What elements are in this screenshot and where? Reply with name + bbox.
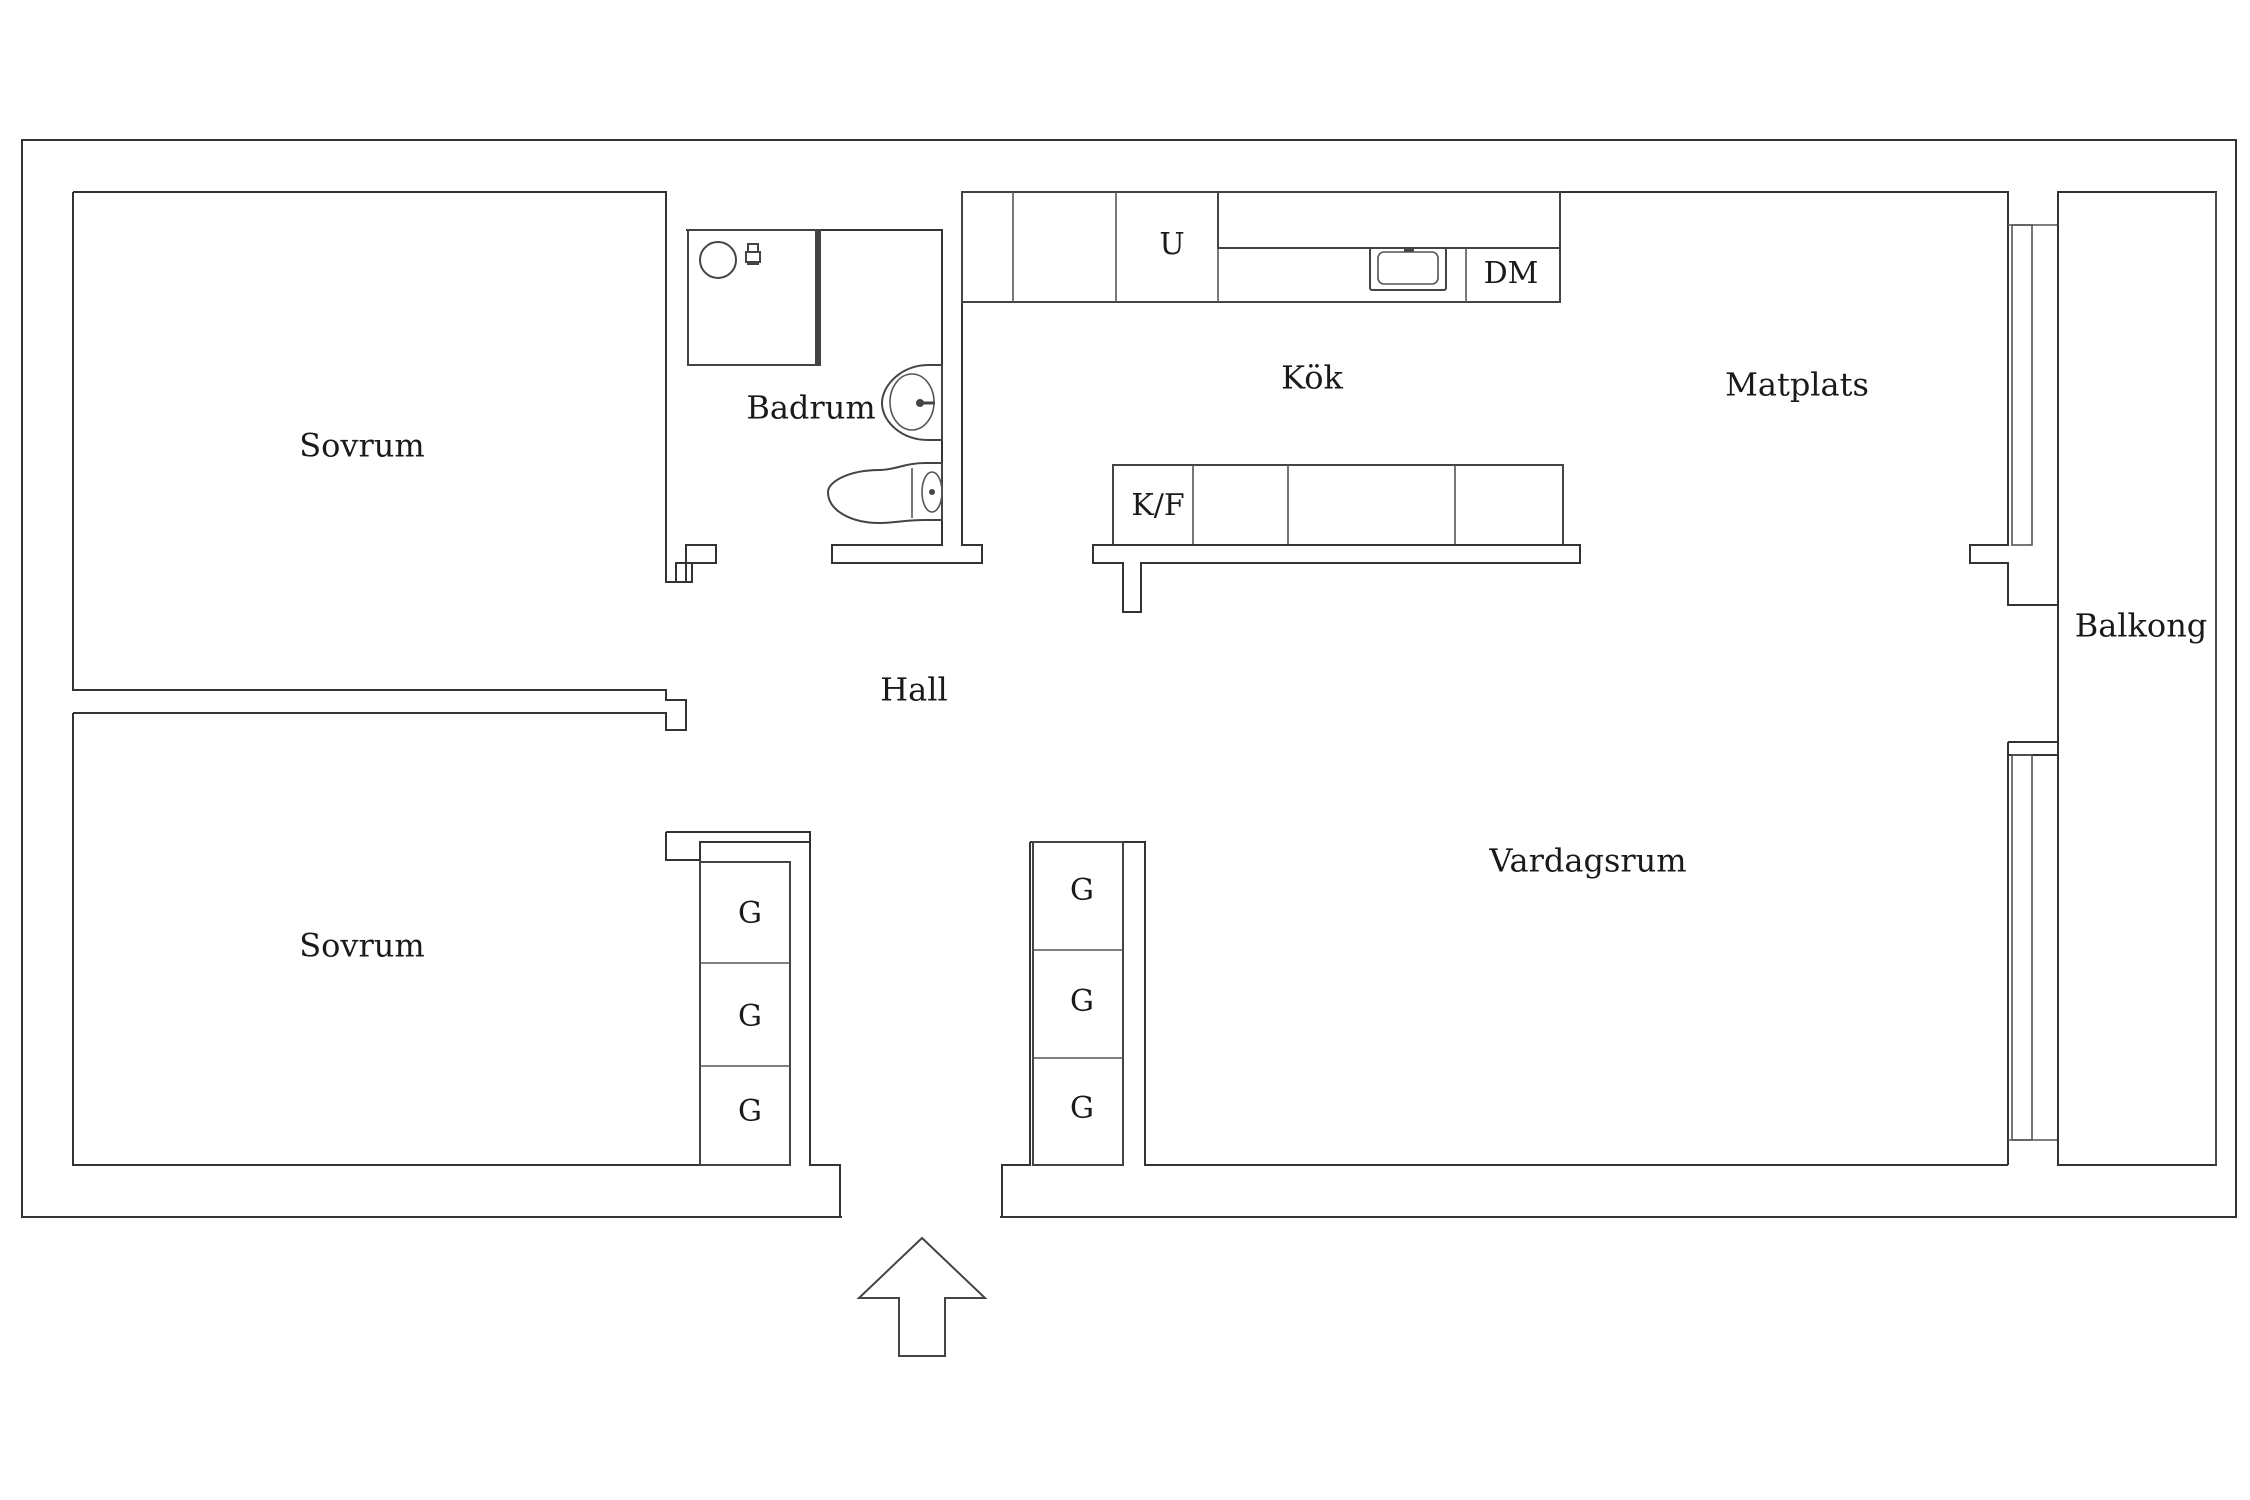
wall-sovrum-bottom [72,713,841,1217]
shower-knob [745,251,761,263]
label-wardrobe-r1: G [1070,873,1094,908]
label-badrum: Badrum [746,389,875,427]
kitchen-island [1112,464,1564,546]
label-sovrum-top: Sovrum [299,427,425,465]
label-vardagsrum: Vardagsrum [1488,842,1686,880]
balcony [2057,191,2217,1166]
toilet-seat [921,471,943,513]
sink-icon [1369,247,1447,291]
label-sovrum-bottom: Sovrum [299,927,425,965]
label-dishwasher: DM [1484,256,1539,291]
label-freezer: U [1159,227,1184,262]
toilet-icon [826,462,943,525]
wall-kok [961,191,2058,606]
label-balkong: Balkong [2075,607,2208,645]
wall-vardagsrum [2007,741,2059,1165]
shower-drain [699,241,737,279]
window-top [2011,224,2033,546]
entrance-arrow-icon [856,1236,988,1357]
label-wardrobe-r3: G [1070,1091,1094,1126]
label-fridge-freezer: K/F [1131,488,1184,523]
wardrobe-right [1032,841,1124,1166]
window-bottom [2011,754,2033,1141]
label-wardrobe-l3: G [738,1094,762,1129]
label-kok: Kök [1281,359,1343,397]
label-matplats: Matplats [1725,366,1869,404]
entrance-opening [842,1212,1000,1222]
outer-wall [21,139,2237,1218]
kitchen-hood [1217,191,1561,249]
label-wardrobe-l1: G [738,896,762,931]
sink-bowl [1377,251,1439,285]
wall-hall-right [1001,841,2008,1217]
wardrobe-left [699,861,791,1166]
toilet-button [929,489,935,495]
label-wardrobe-l2: G [738,999,762,1034]
island-wall [1092,544,1581,613]
label-wardrobe-r2: G [1070,984,1094,1019]
label-hall: Hall [880,671,947,709]
